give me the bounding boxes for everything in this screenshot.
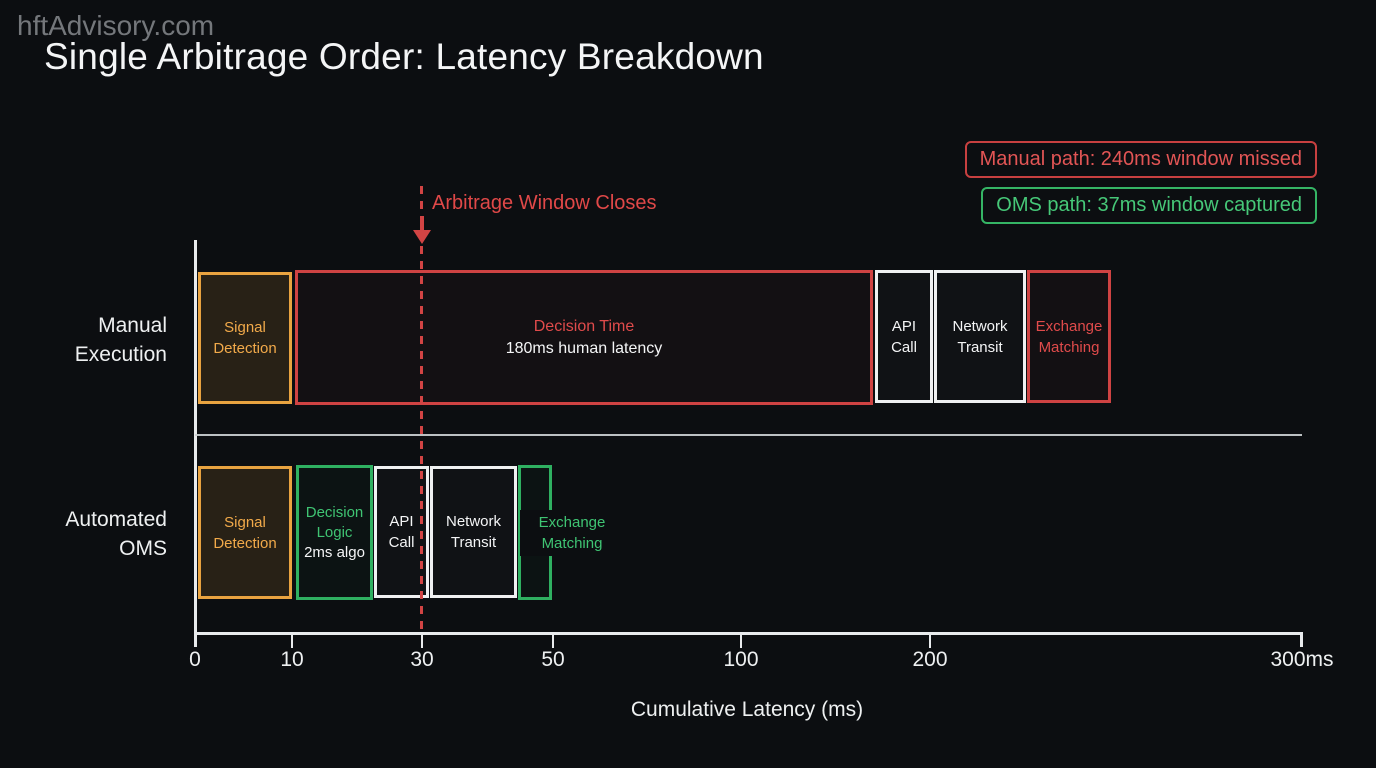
- x-axis-end-tick: [1300, 632, 1303, 647]
- manual-execution-row-label: Manual Execution: [74, 314, 167, 366]
- oms-path-badge: OMS path: 37ms window captured: [981, 187, 1317, 224]
- manual-exchange-matching-segment: Exchange Matching: [1027, 270, 1111, 403]
- x-axis-title: Cumulative Latency (ms): [630, 698, 864, 721]
- y-axis-line: [194, 240, 197, 647]
- x-tick-10: [291, 635, 293, 648]
- x-tick-label-0: 0: [189, 648, 201, 671]
- x-tick-label-100: 100: [723, 648, 759, 671]
- oms-signal-detection-segment: Signal Detection: [198, 466, 292, 599]
- manual-decision-time-segment: Decision Time 180ms human latency: [295, 270, 873, 405]
- x-tick-50: [552, 635, 554, 648]
- manual-api-call-segment: API Call: [875, 270, 933, 403]
- x-tick-30: [421, 635, 423, 648]
- oms-exchange-matching-label: Exchange Matching: [520, 465, 624, 600]
- window-closes-dashed-line: [420, 186, 423, 214]
- x-tick-200: [929, 635, 931, 648]
- x-tick-label-300ms: 300ms: [1270, 648, 1334, 671]
- arbitrage-window-closes-label: Arbitrage Window Closes: [432, 192, 657, 214]
- row-separator-line: [195, 434, 1302, 436]
- page-title: Single Arbitrage Order: Latency Breakdow…: [44, 36, 764, 77]
- x-tick-label-30: 30: [410, 648, 434, 671]
- arrow-down-icon: [408, 214, 436, 248]
- watermark: hftAdvisory.com: [17, 10, 215, 41]
- window-closes-dashed-line: [420, 246, 423, 633]
- oms-api-call-segment: API Call: [374, 466, 429, 598]
- x-tick-100: [740, 635, 742, 648]
- x-tick-label-200: 200: [912, 648, 948, 671]
- manual-signal-detection-segment: Signal Detection: [198, 272, 292, 404]
- automated-oms-row-label: Automated OMS: [65, 508, 167, 560]
- x-tick-label-50: 50: [541, 648, 565, 671]
- x-axis-line: [194, 632, 1303, 635]
- manual-path-badge: Manual path: 240ms window missed: [964, 141, 1317, 178]
- x-tick-label-10: 10: [280, 648, 304, 671]
- oms-decision-logic-segment: Decision Logic 2ms algo: [296, 465, 373, 600]
- oms-network-transit-segment: Network Transit: [430, 466, 517, 598]
- manual-network-transit-segment: Network Transit: [934, 270, 1026, 403]
